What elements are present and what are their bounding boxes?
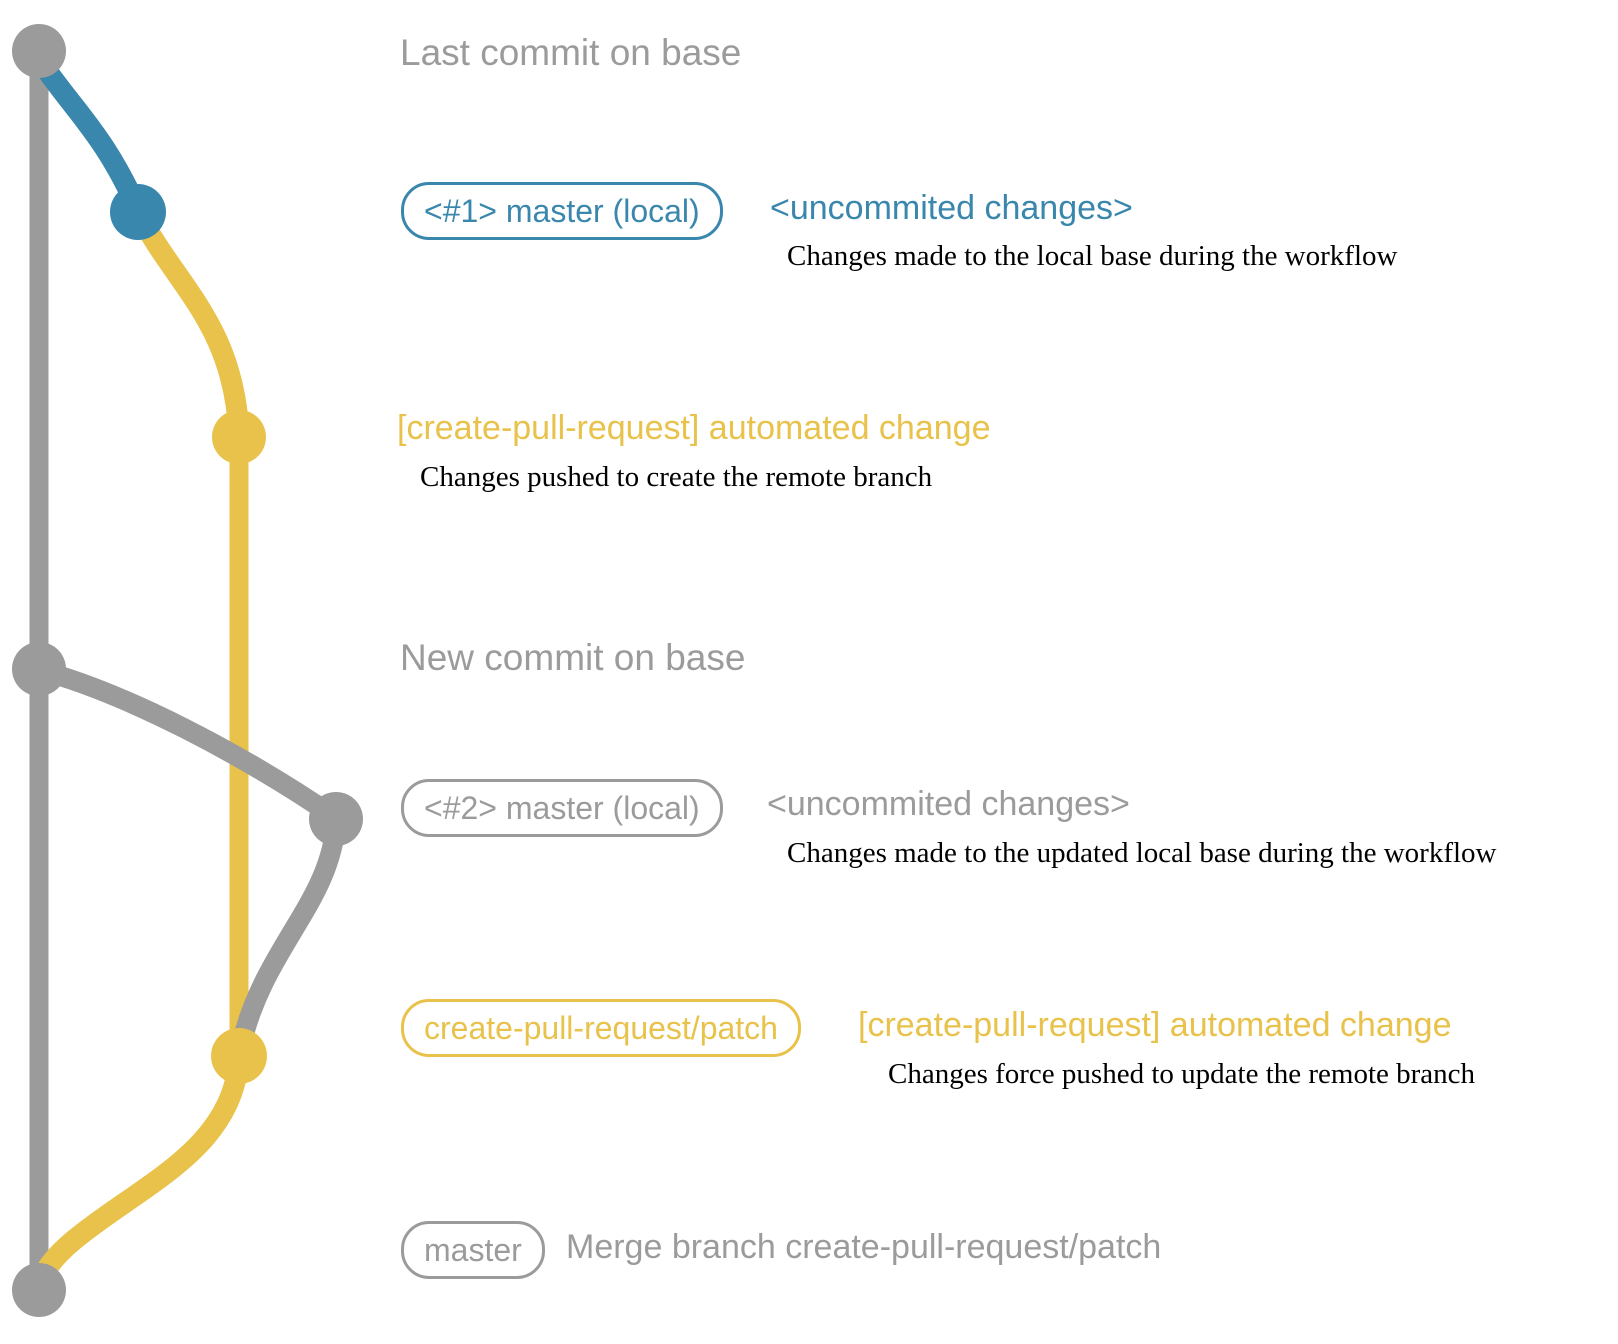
ref-label-master-local-1: <#1> master (local) (401, 182, 723, 241)
ref-label-master-local-2: <#2> master (local) (401, 779, 723, 838)
description-push-remote-branch: Changes pushed to create the remote bran… (420, 461, 933, 493)
description-local-base-changes-2: Changes made to the updated local base d… (787, 837, 1497, 869)
commit-node-patch-2 (211, 1028, 267, 1084)
ref-label-master: master (401, 1221, 545, 1280)
note-automated-change-1: [create-pull-request] automated change (397, 409, 991, 447)
branch-curve-patch-update (231, 810, 346, 1056)
ref-label-patch-branch: create-pull-request/patch (401, 999, 801, 1058)
description-local-base-changes-1: Changes made to the local base during th… (787, 240, 1398, 272)
branch-curve-patch-merge (28, 1046, 250, 1300)
commit-node-new-base (12, 642, 66, 696)
commit-node-local-2 (309, 792, 363, 846)
note-uncommitted-changes-2: <uncommited changes> (767, 785, 1130, 823)
note-uncommitted-changes-1: <uncommited changes> (770, 189, 1133, 227)
caption-last-commit-on-base: Last commit on base (400, 32, 742, 73)
commit-node-local-1 (110, 184, 166, 240)
description-force-push-remote-branch: Changes force pushed to update the remot… (888, 1058, 1476, 1090)
commit-node-last-base (12, 24, 66, 78)
commit-node-merge (12, 1263, 66, 1317)
branch-curve-local-master-1 (30, 51, 149, 221)
note-automated-change-2: [create-pull-request] automated change (858, 1006, 1452, 1044)
branch-curve-patch-create (128, 203, 250, 446)
commit-node-patch-1 (212, 410, 266, 464)
caption-new-commit-on-base: New commit on base (400, 637, 746, 678)
git-graph (12, 24, 363, 1317)
note-merge-branch: Merge branch create-pull-request/patch (566, 1228, 1162, 1266)
branch-curve-local-master-2 (30, 660, 346, 828)
